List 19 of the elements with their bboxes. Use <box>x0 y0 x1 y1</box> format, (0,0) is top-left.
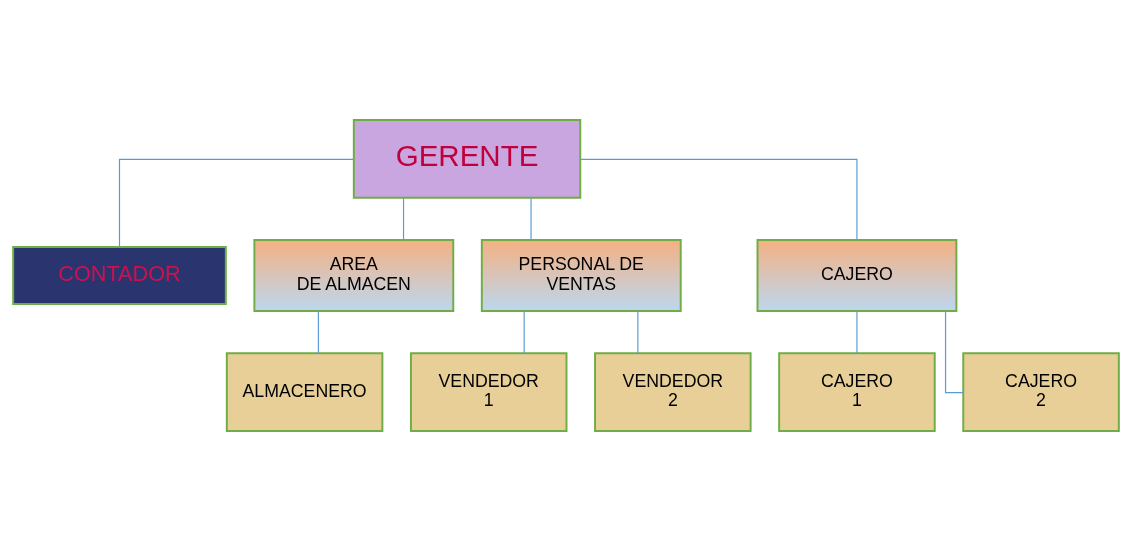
node-box: CAJERO 2 <box>962 351 1120 432</box>
node-box: GERENTE <box>352 118 582 199</box>
connector <box>523 310 525 354</box>
connector <box>317 310 319 354</box>
connector <box>118 158 355 247</box>
node-box: CAJERO <box>756 238 958 312</box>
connector <box>402 196 405 240</box>
connector <box>637 310 639 354</box>
connector <box>530 196 532 240</box>
node-box: ALMACENERO <box>225 351 384 432</box>
node-box: PERSONAL DE VENTAS <box>480 238 682 312</box>
node-box: VENDEDOR 2 <box>594 351 752 432</box>
node-box: AREA DE ALMACEN <box>253 238 455 312</box>
node-box: CONTADOR <box>12 245 227 305</box>
connector <box>579 158 858 241</box>
node-box: VENDEDOR 1 <box>409 351 568 432</box>
connector <box>944 309 964 393</box>
node-box: CAJERO 1 <box>778 351 936 432</box>
connector <box>856 310 858 354</box>
